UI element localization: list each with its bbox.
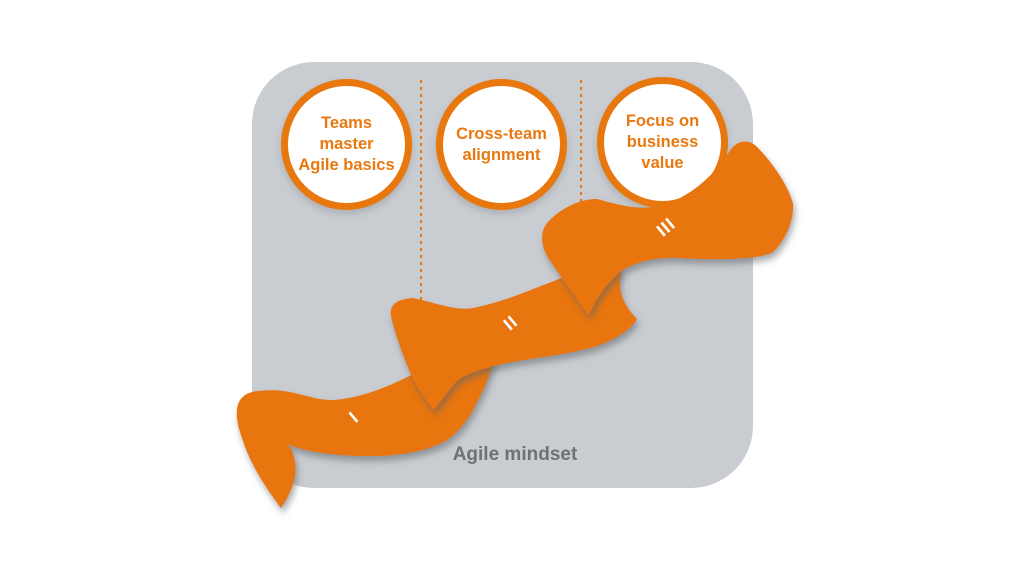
dotted-divider-1 — [420, 80, 422, 330]
label-line: alignment — [462, 145, 541, 164]
phase-circle-1: Teams master Agile basics — [281, 79, 412, 210]
phase-circle-3: Focus on business value — [597, 77, 728, 208]
phase-circle-2-label: Cross-team alignment — [447, 124, 557, 166]
label-line: Agile basics — [298, 156, 395, 174]
dotted-divider-2 — [580, 80, 582, 302]
phase-circle-2: Cross-team alignment — [436, 79, 567, 210]
phase-circle-1-label: Teams master Agile basics — [292, 113, 402, 176]
ribbon-step-2-shape — [390, 263, 637, 410]
panel-caption: Agile mindset — [452, 444, 578, 465]
label-line: Teams — [320, 114, 373, 132]
ribbon-step-3: III — [542, 141, 794, 316]
label-line: value — [641, 154, 684, 172]
label-line: Focus on — [625, 112, 700, 130]
label-line: master — [319, 135, 374, 153]
ribbon-step-2: II — [390, 263, 637, 410]
ribbon-step-3-shape — [542, 141, 794, 316]
label-line: business — [626, 133, 699, 151]
phase-circle-3-label: Focus on business value — [608, 111, 718, 174]
label-line: Cross-team — [456, 124, 547, 143]
